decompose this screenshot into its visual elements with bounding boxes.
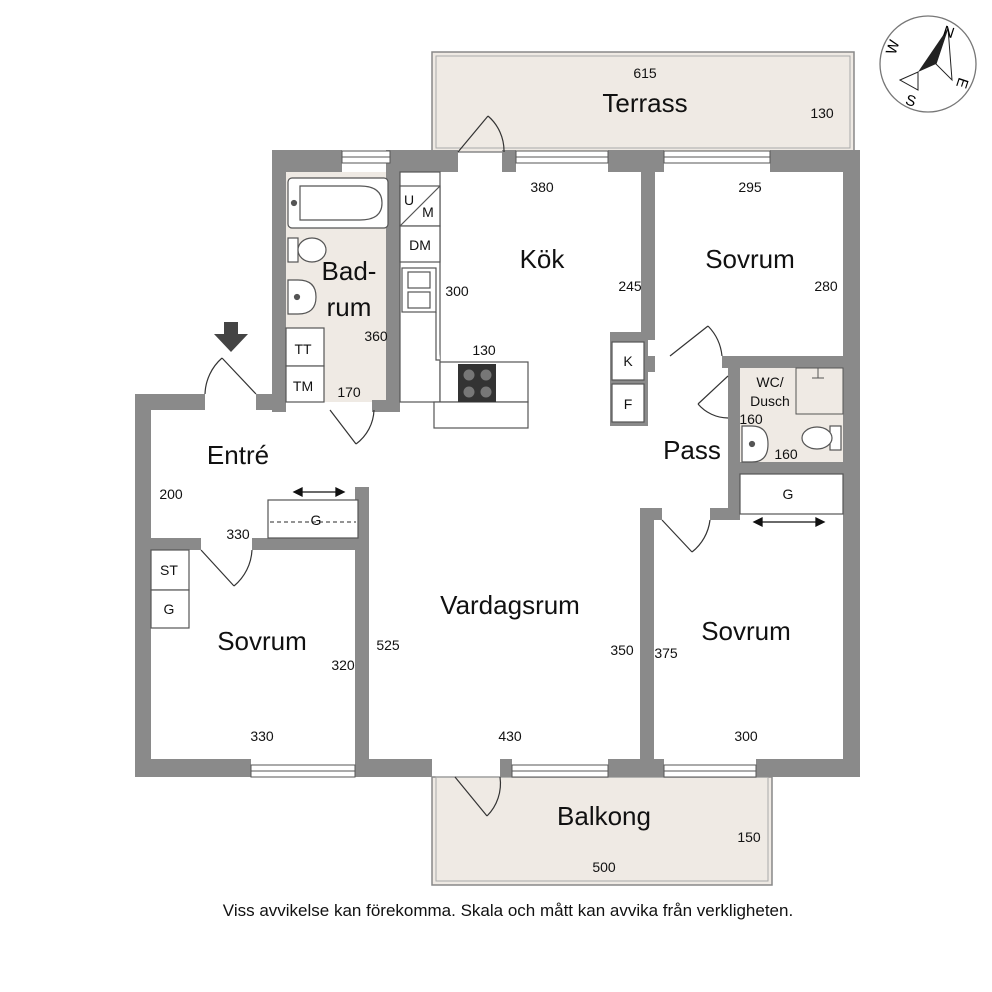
room-sovrum-sw: Sovrum [217, 626, 307, 656]
microwave-label-u: U [404, 192, 414, 208]
dim-kok-left: 300 [445, 283, 469, 299]
terrace-area [431, 51, 855, 153]
dim-terrass-width: 615 [633, 65, 657, 81]
entrance-arrow-icon [214, 322, 248, 352]
compass-west: W [883, 37, 904, 57]
dim-balkong-depth: 150 [737, 829, 761, 845]
dim-entre-height: 200 [159, 486, 183, 502]
dim-wc-height: 160 [774, 446, 798, 462]
room-balkong: Balkong [557, 801, 651, 831]
balcony-area [431, 776, 773, 886]
room-badrum-line1: Bad- [322, 256, 377, 286]
room-entre: Entré [207, 440, 269, 470]
dim-vardagsrum-width: 430 [498, 728, 522, 744]
dim-wc-width: 160 [739, 411, 763, 427]
fridge-freezer [610, 332, 648, 426]
dim-kok-counter: 130 [472, 342, 496, 358]
wardrobe-bedroom [150, 549, 190, 629]
shower-area [795, 367, 844, 415]
wc-sink-icon [741, 425, 769, 463]
sliding-arrow-icon [292, 486, 346, 498]
compass-south: S [903, 91, 918, 110]
dim-sovrum-sw-height: 320 [331, 657, 355, 673]
dim-sovrum-se-height: 375 [654, 645, 678, 661]
compass-east: E [952, 76, 971, 91]
wardrobe-bedroom-label: G [164, 601, 175, 617]
dim-entre-width: 330 [226, 526, 250, 542]
fridge-label: K [623, 353, 633, 369]
room-wc-line2: Dusch [750, 393, 790, 409]
dim-vardagsrum-right: 350 [610, 642, 634, 658]
dim-bad-height: 360 [364, 328, 388, 344]
dim-kok-width: 380 [530, 179, 554, 195]
wardrobe-pass-label: G [783, 486, 794, 502]
dim-kok-right: 245 [618, 278, 642, 294]
room-badrum-line2: rum [327, 292, 372, 322]
room-kok: Kök [520, 244, 566, 274]
room-vardagsrum: Vardagsrum [440, 590, 580, 620]
room-terrass: Terrass [602, 88, 687, 118]
dim-terrass-depth: 130 [810, 105, 834, 121]
room-wc-line1: WC/ [756, 374, 783, 390]
compass-icon: N E S W [879, 15, 977, 113]
dim-sovrum-sw-width: 330 [250, 728, 274, 744]
room-pass: Pass [663, 435, 721, 465]
wardrobe-entre [267, 499, 359, 539]
stove-icon [458, 364, 496, 402]
disclaimer: Viss avvikelse kan förekomma. Skala och … [223, 901, 793, 920]
wardrobe-entre-label: G [311, 512, 322, 528]
toilet-icon [287, 237, 327, 263]
washer-label: TM [293, 378, 313, 394]
walls [135, 150, 860, 777]
dishwasher-label: DM [409, 237, 431, 253]
windows [250, 150, 771, 778]
wardrobe-pass [739, 473, 844, 515]
room-sovrum-ne: Sovrum [705, 244, 795, 274]
wc-toilet-icon [801, 425, 842, 451]
room-sovrum-se: Sovrum [701, 616, 791, 646]
dryer-label: TT [294, 341, 312, 357]
dim-vardagsrum-left: 525 [376, 637, 400, 653]
dim-sovrum-ne-height: 280 [814, 278, 838, 294]
freezer-label: F [624, 396, 633, 412]
sink-icon [287, 279, 317, 315]
microwave-label-m: M [422, 204, 434, 220]
doors [200, 115, 729, 817]
dim-balkong-width: 500 [592, 859, 616, 875]
laundry-appliances [285, 327, 325, 403]
dim-sovrum-ne-width: 295 [738, 179, 762, 195]
dim-bad-width: 170 [337, 384, 361, 400]
storage-label: ST [160, 562, 178, 578]
compass-north: N [941, 23, 957, 43]
bathtub-icon [287, 177, 389, 229]
dim-sovrum-se-width: 300 [734, 728, 758, 744]
sliding-arrow-icon [752, 516, 826, 528]
